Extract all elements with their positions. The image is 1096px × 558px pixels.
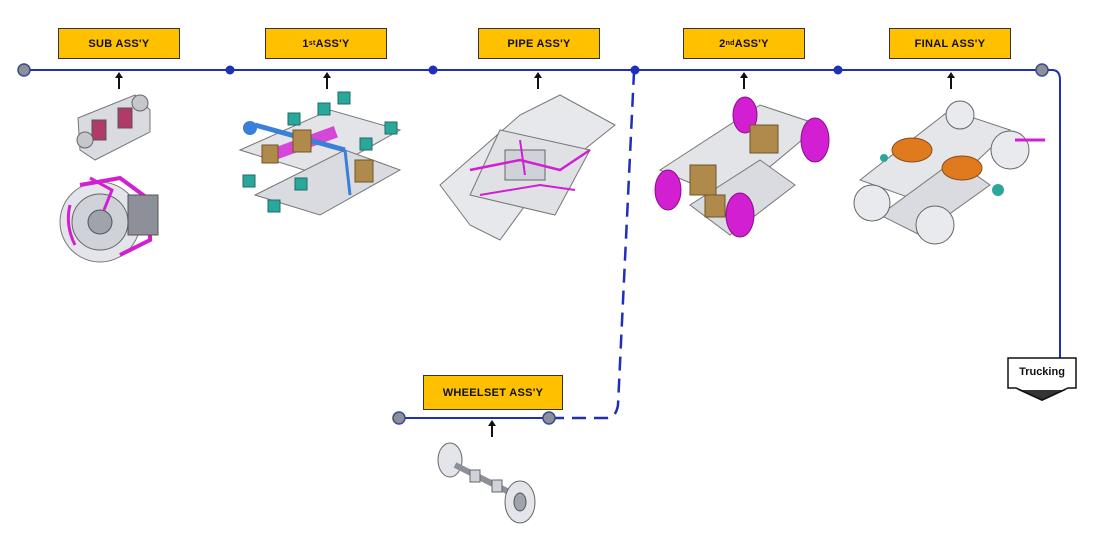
stage-box-sub-assy: SUB ASS'Y: [58, 28, 180, 59]
stage-label-pipe: PIPE ASS'Y: [507, 37, 571, 50]
junction-dot: [225, 65, 235, 75]
junction-dot: [833, 65, 843, 75]
stage-label-first-text: ASS'Y: [315, 37, 350, 50]
wheelset-join-dashed-line: [550, 71, 636, 420]
stage-label-sub: SUB ASS'Y: [88, 37, 150, 50]
wheelset-start-node: [392, 411, 406, 425]
stage-box-wheelset-assy: WHEELSET ASS'Y: [423, 375, 563, 410]
arrow-up-icon: [115, 72, 123, 89]
stage-label-first-ordinal: st: [308, 40, 316, 47]
junction-dot: [428, 65, 438, 75]
stage-box-pipe-assy: PIPE ASS'Y: [478, 28, 600, 59]
arrow-up-icon: [740, 72, 748, 89]
stage-label-second-text: ASS'Y: [734, 37, 769, 50]
arrow-up-icon: [323, 72, 331, 89]
stage-label-second-ordinal: nd: [725, 40, 735, 47]
arrow-up-icon: [947, 72, 955, 89]
stage-label-final: FINAL ASS'Y: [914, 37, 986, 50]
arrow-up-icon: [534, 72, 542, 89]
start-node: [17, 63, 31, 77]
stage-label-second-num: 2: [719, 37, 726, 50]
trucking-label: Trucking: [1019, 366, 1065, 378]
end-node: [1035, 63, 1049, 77]
arrow-up-icon: [488, 420, 496, 437]
trucking-flow-line: [1042, 69, 1061, 362]
wheelset-end-node: [542, 411, 556, 425]
stage-box-final-assy: FINAL ASS'Y: [889, 28, 1011, 59]
junction-dot: [630, 65, 640, 75]
stage-label-wheelset: WHEELSET ASS'Y: [442, 386, 544, 399]
stage-label-first-num: 1: [302, 37, 309, 50]
